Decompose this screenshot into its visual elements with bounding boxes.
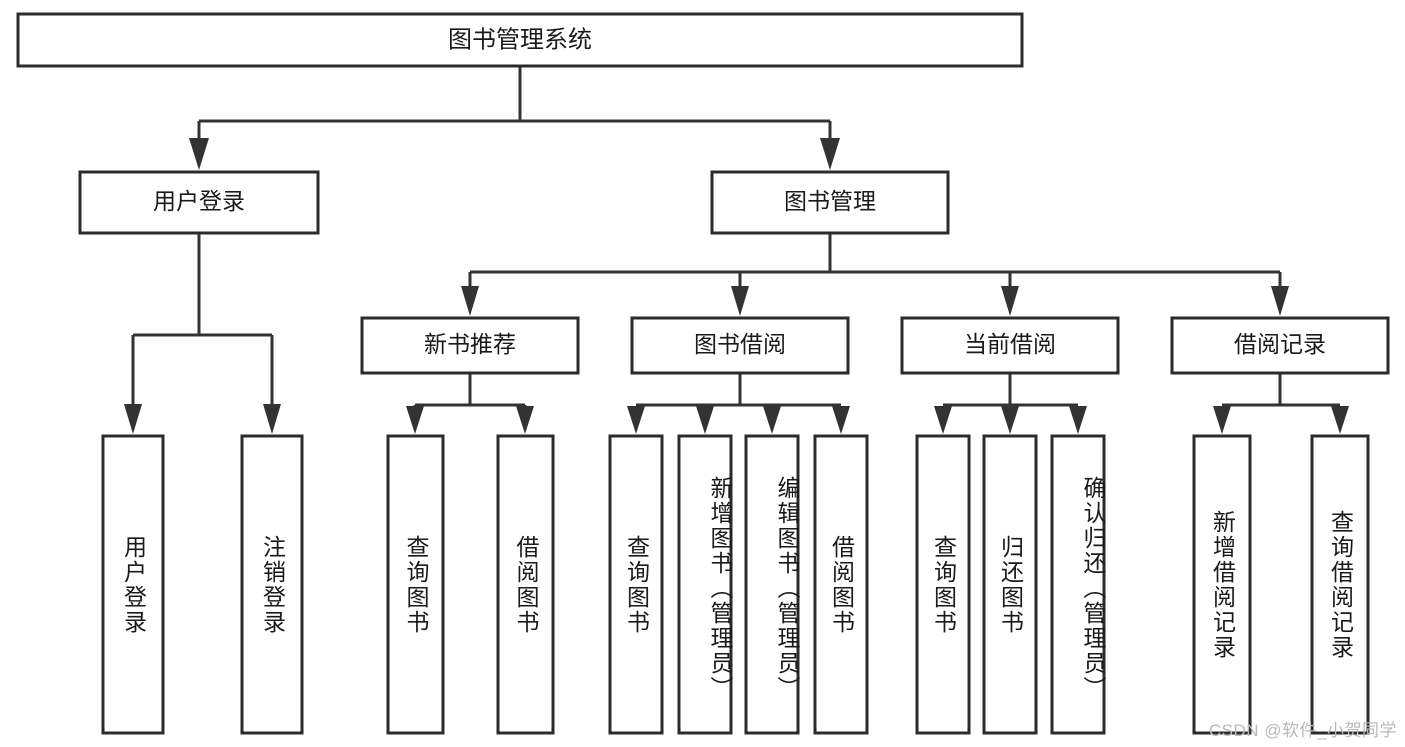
arrow-head-book-management: [820, 138, 840, 170]
node-new-book-recommend[interactable]: 新书推荐: [360, 316, 580, 375]
node-leaf-return-book-box[interactable]: [982, 434, 1038, 735]
connector-group-new-book-recommend: [406, 373, 534, 434]
arrow-head-leaf-query-record: [1331, 406, 1349, 434]
arrow-head-current-borrow: [1001, 286, 1019, 316]
node-book-borrow-label: 图书借阅: [694, 331, 786, 357]
node-borrow-record-label: 借阅记录: [1234, 331, 1326, 357]
node-leaf-borrow-book-2-box[interactable]: [813, 434, 869, 735]
node-user-login[interactable]: 用户登录: [78, 170, 320, 235]
node-current-borrow-label: 当前借阅: [964, 331, 1056, 357]
node-leaf-user-login-box[interactable]: [101, 434, 165, 735]
node-new-book-recommend-box[interactable]: [360, 316, 580, 375]
node-root-box[interactable]: [16, 12, 1024, 68]
node-leaf-query-record-box[interactable]: [1310, 434, 1370, 735]
arrow-head-leaf-confirm-return: [1069, 406, 1087, 434]
node-leaf-borrow-book-1-box[interactable]: [496, 434, 555, 735]
node-user-login-label: 用户登录: [153, 188, 245, 214]
connector-group-book-borrow: [627, 373, 850, 434]
node-new-book-recommend-label: 新书推荐: [424, 331, 516, 357]
node-user-login-box[interactable]: [78, 170, 320, 235]
node-borrow-record[interactable]: 借阅记录: [1170, 316, 1390, 375]
arrow-head-leaf-borrow-book-1: [516, 406, 534, 434]
node-current-borrow[interactable]: 当前借阅: [900, 316, 1120, 375]
connector-group-root: [189, 66, 840, 170]
arrow-head-leaf-return-book: [1001, 406, 1019, 434]
arrow-head-leaf-borrow-book-2: [832, 406, 850, 434]
leaf-boxes-group: [101, 434, 1370, 735]
node-borrow-record-box[interactable]: [1170, 316, 1390, 375]
node-book-borrow[interactable]: 图书借阅: [630, 316, 850, 375]
node-book-management-box[interactable]: [710, 170, 950, 235]
arrow-head-user-login: [189, 138, 209, 170]
arrow-head-leaf-add-record: [1213, 406, 1231, 434]
arrow-head-book-borrow: [731, 286, 749, 316]
node-leaf-edit-book-box[interactable]: [744, 434, 800, 735]
arrow-head-new-book-recommend: [461, 286, 479, 316]
node-root-label: 图书管理系统: [448, 26, 592, 53]
node-leaf-confirm-return-box[interactable]: [1050, 434, 1106, 735]
node-root[interactable]: 图书管理系统: [16, 12, 1024, 68]
connector-group-borrow-record: [1213, 373, 1349, 434]
connector-group-user-login: [124, 233, 281, 434]
node-leaf-query-book-2-box[interactable]: [608, 434, 664, 735]
node-book-management[interactable]: 图书管理: [710, 170, 950, 235]
arrow-head-leaf-query-book-1: [406, 406, 424, 434]
node-leaf-add-record-box[interactable]: [1192, 434, 1252, 735]
arrow-head-leaf-add-book: [696, 406, 714, 434]
node-current-borrow-box[interactable]: [900, 316, 1120, 375]
arrow-head-leaf-query-book-3: [934, 406, 952, 434]
connector-group-current-borrow: [934, 373, 1087, 434]
connector-group-book-management: [461, 233, 1289, 316]
csdn-watermark: CSDN @软件_小贺同学: [1208, 721, 1397, 740]
arrow-head-leaf-query-book-2: [627, 406, 645, 434]
node-leaf-query-book-1-box[interactable]: [386, 434, 445, 735]
node-book-management-label: 图书管理: [784, 188, 876, 214]
arrow-head-borrow-record: [1271, 286, 1289, 316]
node-leaf-query-book-3-box[interactable]: [915, 434, 971, 735]
arrow-head-leaf-user-login: [124, 404, 142, 434]
node-book-borrow-box[interactable]: [630, 316, 850, 375]
arrow-head-leaf-user-logout: [263, 404, 281, 434]
node-leaf-add-book-box[interactable]: [677, 434, 733, 735]
node-leaf-user-logout-box[interactable]: [240, 434, 304, 735]
arrow-head-leaf-edit-book: [763, 406, 781, 434]
